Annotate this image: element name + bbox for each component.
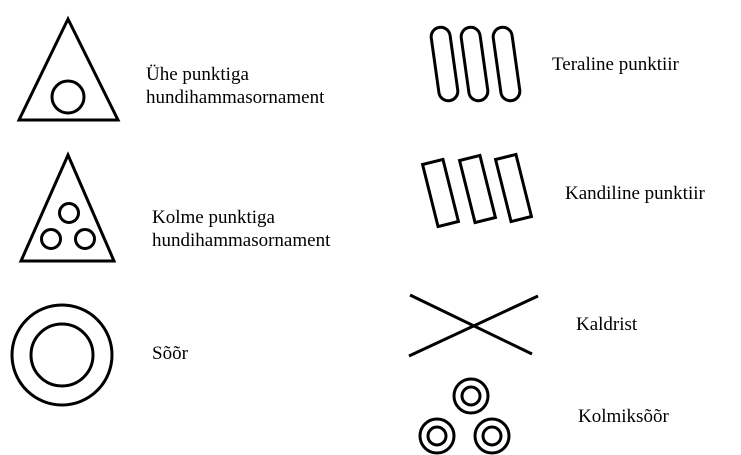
slanted-ovals-icon: [429, 25, 522, 103]
label-triangle-three-dots: Kolme punktiga hundihammasornament: [152, 206, 330, 252]
label-triangle-one-dot: Ühe punktiga hundihammasornament: [146, 63, 324, 109]
label-line: Ühe punktiga: [146, 64, 249, 85]
label-line: Kolmiksõõr: [578, 406, 669, 427]
diagonal-cross-icon: [408, 293, 539, 358]
label-cross: Kaldrist: [576, 313, 637, 336]
label-line: Kaldrist: [576, 314, 638, 335]
slanted-rectangles-icon: [420, 152, 534, 229]
label-ring: Sõõr: [152, 342, 188, 365]
label-line: Teraline punktiir: [552, 54, 679, 75]
label-triple-ring: Kolmiksõõr: [578, 405, 669, 428]
three-concentric-circles-icon: [418, 377, 511, 455]
concentric-circles-icon: [10, 303, 114, 407]
label-line: hundihammasornament: [152, 230, 331, 251]
label-line: Kolme punktiga: [152, 207, 275, 228]
label-rect-dots: Kandiline punktiir: [565, 182, 705, 205]
triangle-with-three-circles-icon: [18, 151, 117, 263]
label-line: Sõõr: [152, 343, 188, 364]
label-line: hundihammasornament: [146, 87, 325, 108]
label-oval-dots: Teraline punktiir: [552, 53, 679, 76]
triangle-with-one-circle-icon: [16, 15, 121, 122]
label-line: Kandiline punktiir: [565, 183, 705, 204]
